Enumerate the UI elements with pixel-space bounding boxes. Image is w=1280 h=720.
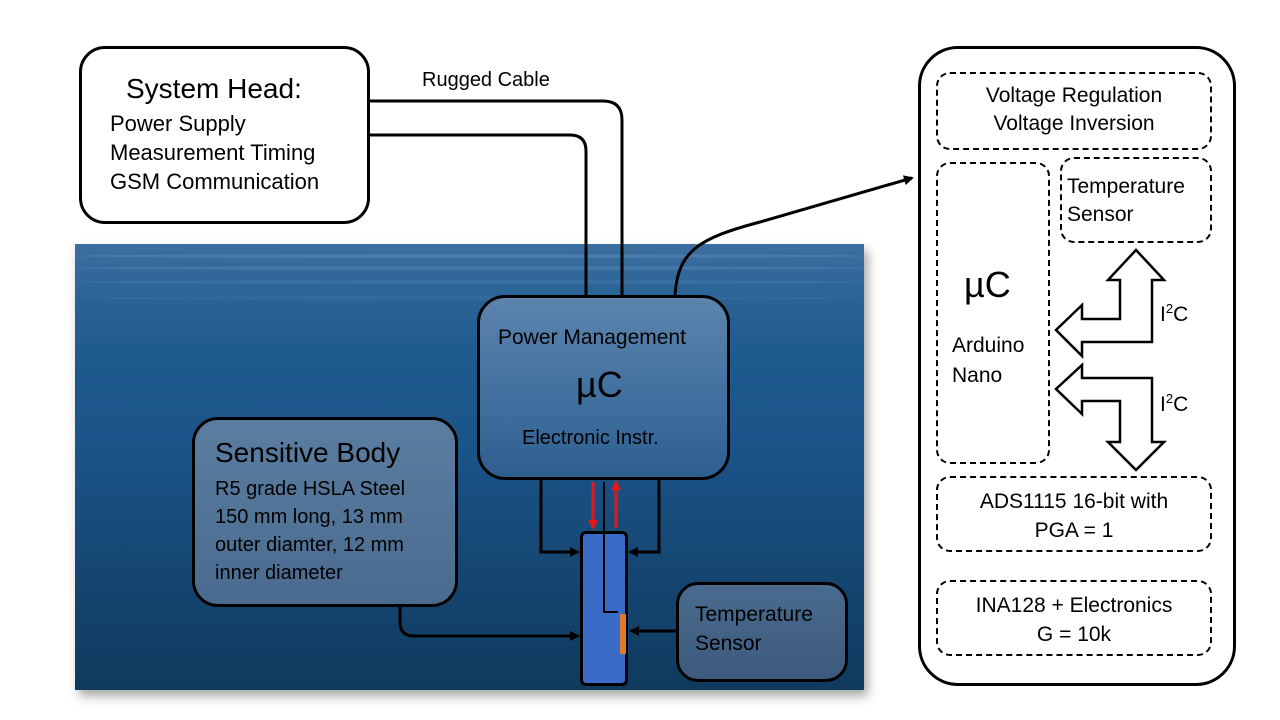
sensitive-body-line-4: inner diameter [215,562,343,584]
power-management-uc: µC [576,364,623,405]
system-head-line-power: Power Supply [110,111,246,136]
power-management-box: Power Management µC Electronic Instr. [477,295,730,480]
ina-block: INA128 + Electronics G = 10k [936,580,1212,656]
ina-line-2: G = 10k [1036,623,1112,646]
uc-block: µC Arduino Nano [936,162,1050,464]
arduino-line-2: Nano [952,364,1003,387]
system-head-title: System Head: [126,73,302,104]
i2c-label-upper: I2C [1160,301,1189,326]
detail-temperature-sensor-block: Temperature Sensor [1060,157,1212,243]
temperature-sensor-line-2: Sensor [695,632,762,655]
power-management-sub: Electronic Instr. [522,427,659,449]
detail-uc-label: µC [964,264,1011,305]
probe-strip [620,614,626,654]
cable-label: Rugged Cable [422,69,550,91]
ina-line-1: INA128 + Electronics [975,594,1173,617]
i2c-label-lower: I2C [1160,391,1189,416]
sensor-probe [580,531,628,686]
ads-line-1: ADS1115 16-bit with [979,490,1169,513]
temperature-sensor-line-1: Temperature [695,603,813,626]
temperature-sensor-box: Temperature Sensor [676,582,848,682]
sensitive-body-title: Sensitive Body [215,437,401,468]
sensitive-body-box: Sensitive Body R5 grade HSLA Steel 150 m… [192,417,458,607]
voltage-line-2: Voltage Inversion [993,112,1155,135]
voltage-line-1: Voltage Regulation [985,84,1163,107]
sensitive-body-line-3: outer diamter, 12 mm [215,534,404,556]
system-head-box: System Head: Power Supply Measurement Ti… [79,46,370,224]
detail-temperature-line-1: Temperature [1067,175,1185,198]
sensitive-body-line-1: R5 grade HSLA Steel [215,478,406,500]
arduino-line-1: Arduino [952,334,1025,357]
system-head-line-gsm: GSM Communication [110,169,320,194]
voltage-block: Voltage Regulation Voltage Inversion [936,72,1212,150]
power-management-title: Power Management [498,326,686,349]
system-head-line-timing: Measurement Timing [110,140,316,165]
ads-line-2: PGA = 1 [1034,519,1114,542]
detail-temperature-line-2: Sensor [1067,203,1134,226]
ads-block: ADS1115 16-bit with PGA = 1 [936,476,1212,552]
sensitive-body-line-2: 150 mm long, 13 mm [215,506,403,528]
